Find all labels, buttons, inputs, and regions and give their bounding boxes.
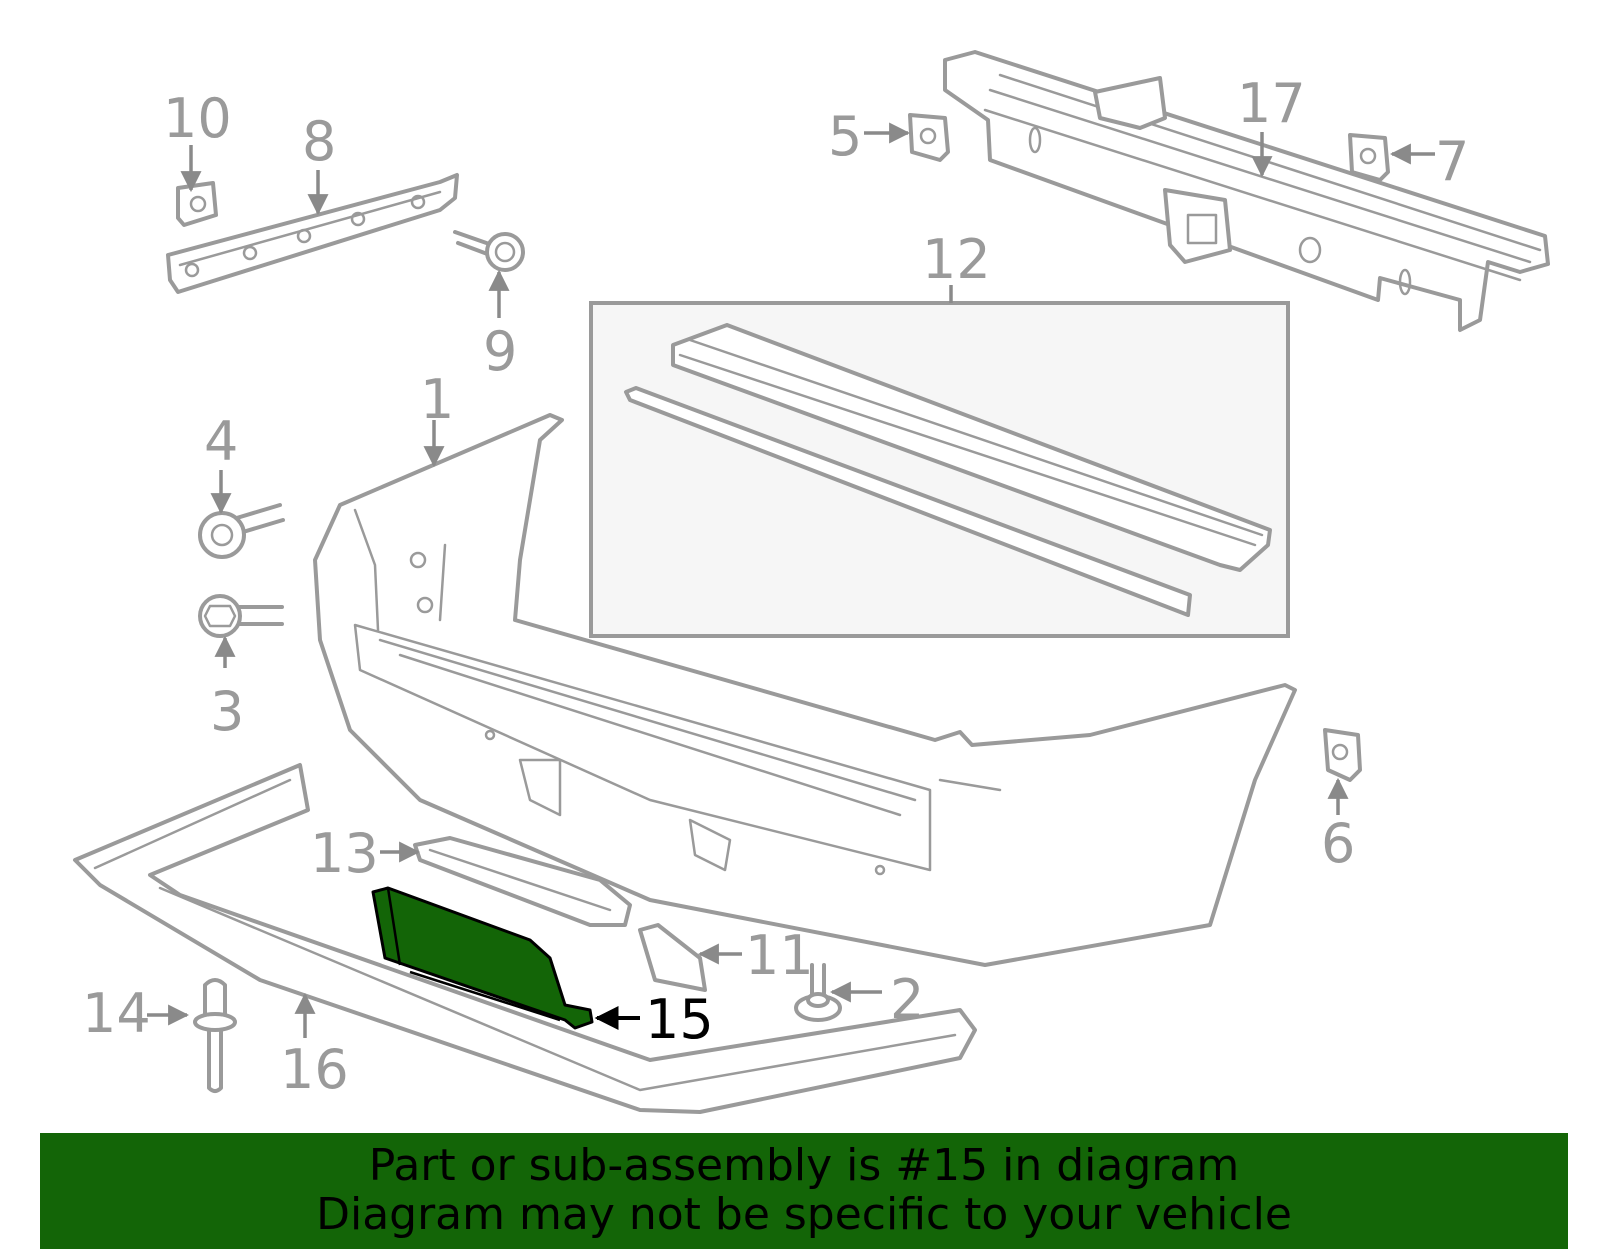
- callout-7: 7: [1435, 130, 1469, 193]
- callout-14: 14: [82, 982, 151, 1045]
- bracket-part-8: [166, 173, 459, 294]
- clip-part-10: [176, 181, 218, 227]
- callout-2: 2: [890, 968, 924, 1031]
- push-pin-part-2: [794, 963, 842, 1022]
- callout-4: 4: [204, 410, 238, 473]
- clip-nut-part-5: [908, 113, 950, 162]
- callout-5: 5: [828, 105, 862, 168]
- callout-arrows: [147, 122, 1435, 1038]
- valance-molding-part-16: [73, 763, 977, 1114]
- callout-13: 13: [310, 822, 379, 885]
- deflector-part-15-highlighted: [371, 886, 594, 1030]
- bumper-fascia-part-1: [313, 413, 1297, 967]
- bolt-part-4: [198, 503, 285, 559]
- callout-3: 3: [210, 680, 244, 743]
- bracket-part-13: [413, 836, 632, 927]
- callout-17: 17: [1237, 72, 1306, 135]
- bolt-part-9: [453, 230, 525, 272]
- callout-11: 11: [745, 924, 814, 987]
- clip-nut-part-6: [1323, 728, 1362, 782]
- banner-line-2: Diagram may not be specific to your vehi…: [316, 1189, 1292, 1240]
- banner-line-1: Part or sub-assembly is #15 in diagram: [368, 1140, 1240, 1191]
- callout-1: 1: [420, 368, 454, 431]
- clip-nut-part-7: [1348, 133, 1390, 182]
- callout-labels: 1 2 3 4 5 6 7 8 9 10 11 12 13 14 15 16 1…: [82, 72, 1469, 1101]
- inset-box-part-12: [589, 301, 1290, 638]
- cover-part-11: [638, 923, 707, 992]
- callout-12: 12: [922, 228, 991, 291]
- callout-8: 8: [302, 110, 336, 173]
- bolt-part-3: [198, 594, 284, 638]
- callout-16: 16: [280, 1038, 349, 1101]
- info-banner: Part or sub-assembly is #15 in diagram D…: [40, 1133, 1568, 1249]
- callout-9: 9: [483, 320, 517, 383]
- rivet-part-14: [193, 978, 237, 1093]
- callout-6: 6: [1321, 812, 1355, 875]
- callout-10: 10: [163, 87, 232, 150]
- callout-15-highlighted: 15: [645, 988, 714, 1051]
